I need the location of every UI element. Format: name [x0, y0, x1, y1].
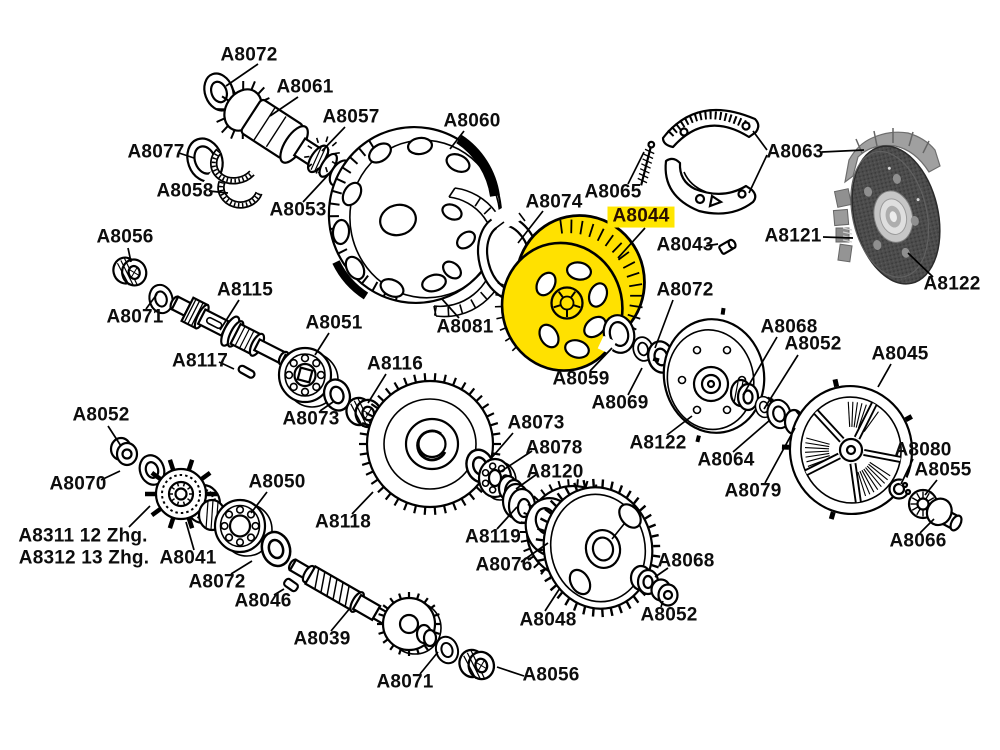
part-label-a8061: A8061: [276, 76, 334, 98]
part-label-a8072: A8072: [656, 279, 714, 301]
part-label-a8050: A8050: [248, 471, 306, 493]
part-label-a8117: A8117: [172, 350, 228, 372]
part-label-a8056: A8056: [522, 664, 580, 686]
part-label-a8073: A8073: [282, 408, 340, 430]
part-label-a8072: A8072: [220, 44, 278, 66]
part-label-a8041: A8041: [159, 547, 217, 569]
part-label-a8080: A8080: [894, 439, 952, 461]
part-label-a8046: A8046: [234, 590, 292, 612]
part-label-a8069: A8069: [591, 392, 649, 414]
part-label-a8072: A8072: [188, 571, 246, 593]
part-label-a8116: A8116: [367, 353, 423, 375]
part-label-a8079: A8079: [724, 480, 782, 502]
part-label-a8068: A8068: [657, 550, 715, 572]
shoes-and-spring: [637, 108, 760, 255]
circlip-bearing-bolt: [888, 476, 963, 532]
part-label-a8060: A8060: [443, 110, 501, 132]
part-label-a8051: A8051: [305, 312, 363, 334]
fourth-gear-and-kick-gear: [520, 478, 679, 618]
part-label-a8115: A8115: [217, 279, 273, 301]
part-label-a8077: A8077: [127, 141, 185, 163]
big-gear-and-bearings: [359, 373, 537, 525]
part-label-a8048: A8048: [519, 609, 577, 631]
part-label-a8058: A8058: [156, 180, 214, 202]
part-label-a8052: A8052: [72, 404, 130, 426]
retainer-and-washers: [597, 314, 679, 377]
part-label-a8039: A8039: [293, 628, 351, 650]
part-label-a8065: A8065: [584, 181, 642, 203]
part-label-a8070: A8070: [49, 473, 107, 495]
kickstart-shaft: [287, 558, 498, 685]
leader-lines: [100, 63, 938, 677]
part-label-a8068: A8068: [760, 316, 818, 338]
part-label-a8078: A8078: [525, 437, 583, 459]
clutch-photo: [832, 128, 941, 285]
part-label-a8071: A8071: [376, 671, 434, 693]
part-label-a8081: A8081: [436, 316, 494, 338]
part-label-a8059: A8059: [552, 368, 610, 390]
part-label-a8311-12-zhg-: A8311 12 Zhg.: [18, 525, 148, 547]
part-label-a8119: A8119: [465, 526, 521, 548]
part-label-a8066: A8066: [889, 530, 947, 552]
part-label-a8074: A8074: [525, 191, 583, 213]
sprocket-assembly: [109, 436, 299, 593]
part-label-a8063: A8063: [766, 141, 824, 163]
clutch-cover: [781, 378, 914, 520]
primary-shaft-assembly: [186, 72, 358, 209]
part-label-a8057: A8057: [322, 106, 380, 128]
part-label-a8312-13-zhg-: A8312 13 Zhg.: [18, 547, 150, 569]
part-label-a8121: A8121: [764, 225, 822, 247]
part-label-a8043: A8043: [656, 234, 714, 256]
part-label-a8053: A8053: [269, 199, 327, 221]
part-label-a8118: A8118: [315, 511, 371, 533]
part-label-a8064: A8064: [697, 449, 755, 471]
part-label-a8073: A8073: [507, 412, 565, 434]
part-label-a8052: A8052: [640, 604, 698, 626]
part-label-a8055: A8055: [914, 459, 972, 481]
part-label-a8120: A8120: [526, 461, 584, 483]
part-label-a8045: A8045: [871, 343, 929, 365]
part-label-a8122: A8122: [923, 273, 981, 295]
part-label-a8122: A8122: [629, 432, 687, 454]
part-label-a8076: A8076: [475, 554, 533, 576]
part-label-a8056: A8056: [96, 226, 154, 248]
part-label-a8052: A8052: [784, 333, 842, 355]
clutch-basket: [327, 125, 510, 318]
part-label-a8071: A8071: [106, 306, 164, 328]
part-label-a8044[interactable]: A8044: [607, 206, 675, 228]
